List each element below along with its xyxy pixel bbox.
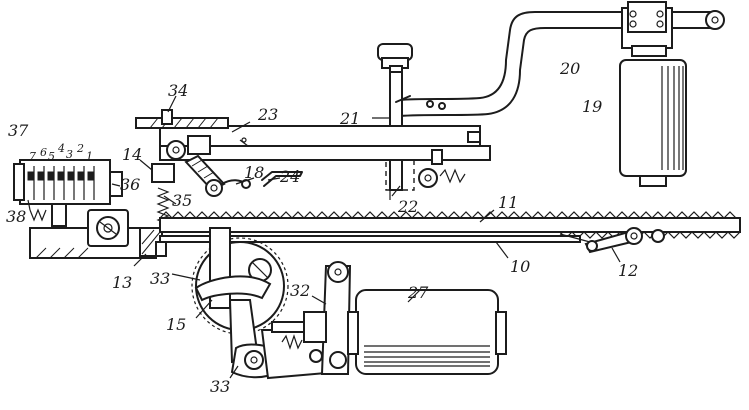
label-18: 18 bbox=[244, 163, 264, 182]
label-36: 36 bbox=[120, 175, 140, 194]
label-33-upper: 33 bbox=[150, 269, 170, 288]
label-34: 34 bbox=[168, 81, 188, 100]
leader-lines bbox=[27, 95, 621, 379]
bar-10 bbox=[159, 233, 591, 243]
label-23: 23 bbox=[257, 105, 278, 124]
counter-digit: 3 bbox=[66, 148, 73, 161]
label-21: 21 bbox=[339, 109, 360, 128]
counter-digit: 6 bbox=[40, 146, 47, 159]
label-19: 19 bbox=[582, 97, 602, 116]
frame-23 bbox=[135, 109, 491, 188]
label-37: 37 bbox=[8, 121, 29, 140]
reference-numerals: 10 11 12 13 14 15 18 19 20 21 22 23 24 2… bbox=[6, 59, 638, 396]
label-20: 20 bbox=[559, 59, 580, 78]
label-33-lower: 33 bbox=[210, 377, 230, 396]
rack-11 bbox=[159, 211, 741, 239]
counter-digit: 4 bbox=[57, 142, 65, 155]
counter-37 bbox=[13, 159, 123, 227]
label-15: 15 bbox=[166, 315, 186, 334]
counter-digit: 5 bbox=[48, 150, 55, 163]
label-22: 22 bbox=[397, 197, 418, 216]
label-14: 14 bbox=[122, 145, 142, 164]
arm-20 bbox=[399, 10, 725, 117]
counter-digit: 7 bbox=[29, 150, 36, 163]
counter-digits: 7 6 5 4 3 2 1 bbox=[29, 142, 93, 163]
label-24: 24 bbox=[279, 167, 300, 186]
lever-32 bbox=[271, 261, 352, 375]
cylinder-19 bbox=[619, 59, 687, 187]
label-10: 10 bbox=[510, 257, 530, 276]
label-32: 32 bbox=[290, 281, 310, 300]
base-housing bbox=[29, 163, 175, 259]
plunger-21 bbox=[377, 43, 415, 200]
label-12: 12 bbox=[618, 261, 638, 280]
lever-33 bbox=[194, 227, 340, 380]
pawl-12 bbox=[584, 227, 665, 254]
counter-digit: 1 bbox=[86, 150, 93, 163]
link-18-24 bbox=[184, 154, 303, 197]
counter-digit: 2 bbox=[76, 142, 84, 155]
label-13: 13 bbox=[112, 273, 132, 292]
roller-27 bbox=[347, 289, 507, 375]
label-38: 38 bbox=[6, 207, 26, 226]
label-35: 35 bbox=[172, 191, 192, 210]
label-11: 11 bbox=[498, 193, 518, 212]
label-27: 27 bbox=[407, 283, 429, 302]
bracket-19 bbox=[621, 1, 673, 57]
